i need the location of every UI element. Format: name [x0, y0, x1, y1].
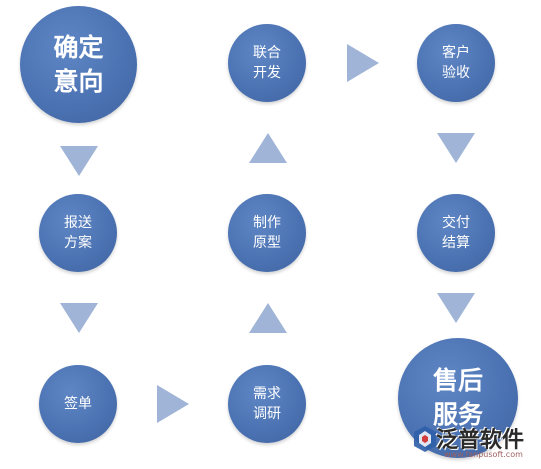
node-submit-proposal-line1: 报送	[64, 214, 92, 231]
node-joint-development-line2: 开发	[253, 65, 281, 81]
node-after-sales-service-line2: 服务	[432, 400, 483, 429]
node-confirm-intent: 确定 意向	[20, 6, 137, 123]
node-requirements-research-line1: 需求	[253, 385, 281, 402]
node-customer-acceptance-line1: 客户	[442, 44, 470, 61]
arrow-up-icon	[249, 303, 287, 333]
brand-logo-icon	[414, 426, 436, 452]
node-sign-contract: 签单	[39, 365, 117, 443]
node-delivery-settlement-line1: 交付	[442, 214, 470, 231]
arrow-right-icon	[157, 385, 189, 423]
watermark-url: www.fanpusoft.com	[444, 450, 523, 459]
node-requirements-research: 需求 调研	[228, 365, 306, 443]
node-build-prototype-line1: 制作	[253, 214, 281, 231]
node-submit-proposal: 报送 方案	[39, 194, 117, 272]
node-joint-development: 联合 开发	[228, 24, 306, 102]
arrow-down-icon	[60, 146, 98, 176]
node-customer-acceptance: 客户 验收	[417, 24, 495, 102]
arrow-right-icon	[347, 44, 379, 82]
node-after-sales-service-line1: 售后	[432, 366, 483, 396]
node-confirm-intent-line1: 确定	[53, 32, 104, 62]
watermark: 泛普软件 www.fanpusoft.com	[408, 420, 538, 464]
arrow-down-icon	[437, 293, 475, 323]
watermark-text: 泛普软件	[436, 428, 525, 453]
node-delivery-settlement-line2: 结算	[442, 235, 470, 251]
node-requirements-research-line2: 调研	[253, 406, 281, 422]
node-customer-acceptance-line2: 验收	[442, 65, 470, 81]
node-delivery-settlement: 交付 结算	[417, 194, 495, 272]
node-submit-proposal-line2: 方案	[64, 235, 92, 251]
node-joint-development-line1: 联合	[253, 44, 281, 61]
arrow-up-icon	[249, 133, 287, 163]
arrow-down-icon	[60, 303, 98, 333]
arrow-down-icon	[437, 133, 475, 163]
node-build-prototype-line2: 原型	[253, 235, 281, 251]
node-build-prototype: 制作 原型	[228, 194, 306, 272]
node-sign-contract-line1: 签单	[64, 395, 92, 412]
node-confirm-intent-line2: 意向	[53, 66, 104, 96]
